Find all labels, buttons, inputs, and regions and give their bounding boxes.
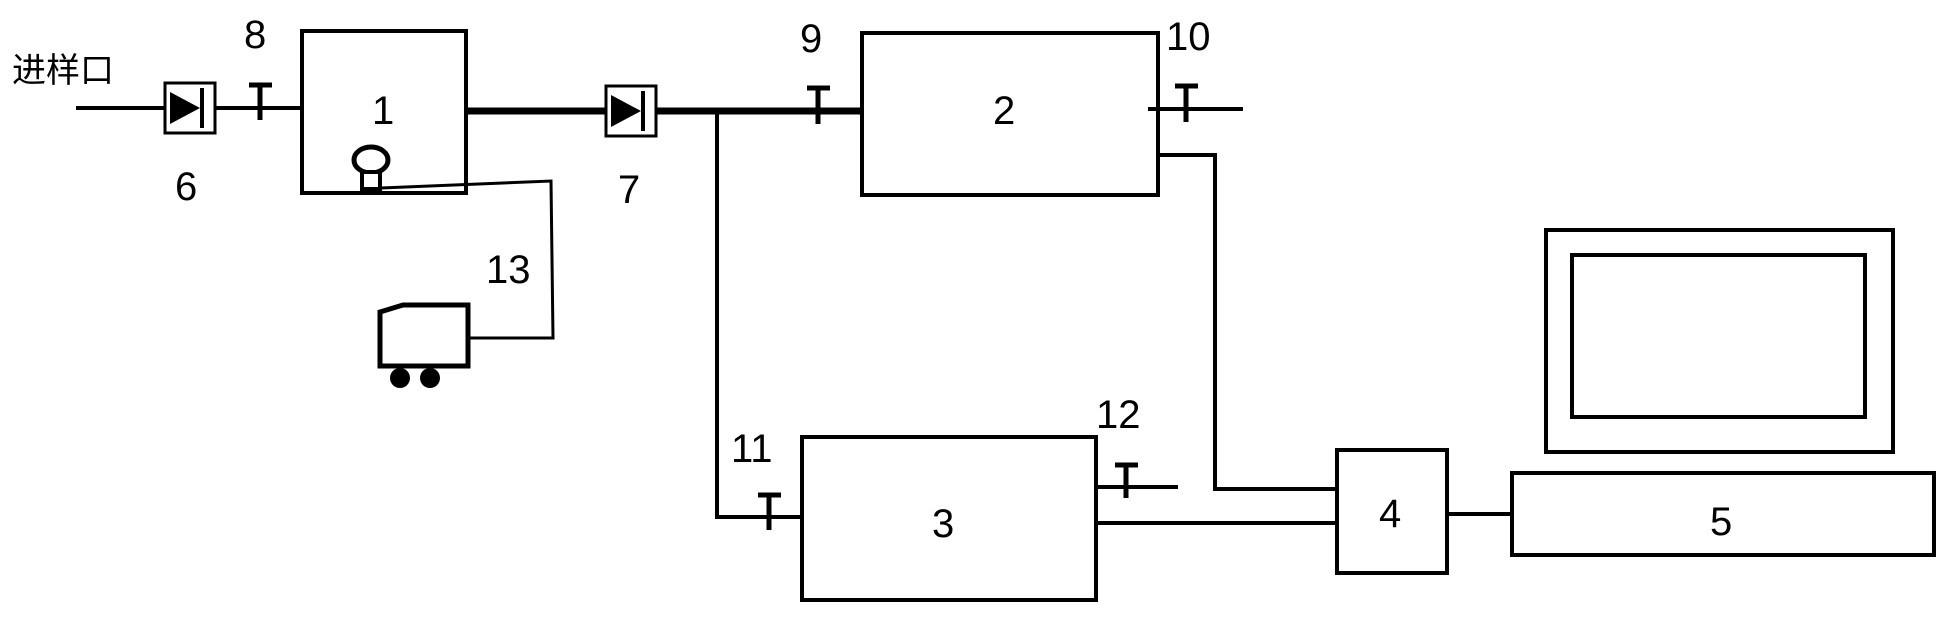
cable-2-to-4 [1158, 153, 1337, 491]
shutoff-valve-9-label: 9 [800, 17, 822, 61]
unit-2-box [860, 31, 1160, 197]
unit-1-label: 1 [372, 89, 394, 133]
shutoff-valve-10-label: 10 [1166, 15, 1211, 59]
unit-3-box [800, 435, 1098, 602]
pipe-branch-to-3 [715, 111, 802, 519]
shutoff-valve-9-icon [807, 85, 830, 124]
check-valve-7-label: 7 [618, 168, 640, 212]
shutoff-valve-8-icon [249, 82, 272, 120]
monitor-screen [1570, 253, 1867, 419]
shutoff-valve-11-icon [758, 492, 781, 530]
shutoff-valve-10-icon [1175, 83, 1198, 122]
unit-4-label: 4 [1379, 492, 1401, 536]
inlet-label: 进样口 [12, 51, 114, 91]
monitor-frame [1544, 228, 1895, 454]
shutoff-valve-12-icon [1115, 462, 1138, 498]
unit-4-box [1335, 448, 1449, 575]
shutoff-valve-12-label: 12 [1096, 393, 1141, 437]
shutoff-valve-11-label: 11 [731, 427, 773, 471]
unit-5-box [1510, 471, 1936, 557]
controller-device-icon [377, 302, 471, 388]
unit-1-box [300, 29, 468, 195]
unit-5-label: 5 [1710, 500, 1732, 544]
check-valve-6-label: 6 [175, 165, 197, 209]
shutoff-valve-8-label: 8 [244, 13, 266, 57]
sensor-icon [351, 144, 391, 191]
unit-2-label: 2 [993, 89, 1015, 133]
check-valve-7-icon [604, 84, 658, 138]
unit-3-label: 3 [932, 502, 954, 546]
check-valve-6-icon [163, 81, 217, 135]
controller-label: 13 [486, 248, 531, 292]
